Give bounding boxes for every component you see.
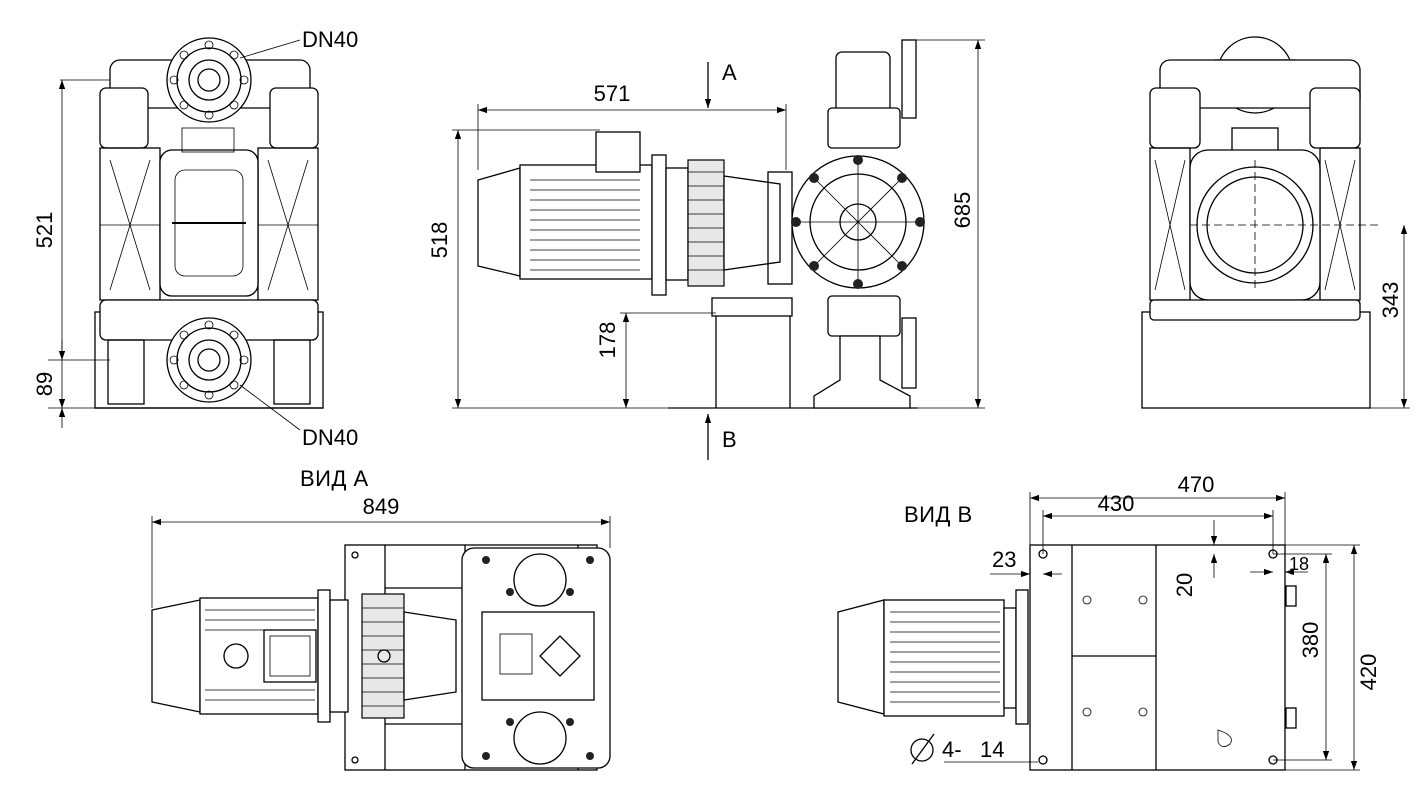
arrow-a-label: A bbox=[722, 60, 737, 85]
side-view: 571 518 685 178 A B bbox=[427, 39, 985, 460]
dim-20: 20 bbox=[1172, 573, 1197, 597]
bottom-flange-dn40 bbox=[166, 317, 252, 403]
dim-521: 521 bbox=[32, 212, 57, 249]
bottom-port-label: DN40 bbox=[302, 425, 358, 450]
view-b-title: ВИД В bbox=[904, 502, 973, 527]
holes-diameter: 14 bbox=[980, 737, 1004, 762]
dim-849: 849 bbox=[363, 494, 400, 519]
dim-518: 518 bbox=[427, 222, 452, 259]
dim-23: 23 bbox=[992, 547, 1016, 572]
view-b: ВИД В 470 bbox=[837, 472, 1381, 771]
top-port-label: DN40 bbox=[302, 27, 358, 52]
dim-685: 685 bbox=[950, 192, 975, 229]
view-a-title: ВИД А bbox=[300, 466, 369, 491]
front-view: DN40 DN40 521 89 bbox=[32, 27, 358, 450]
holes-prefix: 4- bbox=[942, 737, 962, 762]
top-flange-dn40 bbox=[166, 37, 252, 123]
dim-430: 430 bbox=[1098, 491, 1135, 516]
dim-178: 178 bbox=[595, 322, 620, 359]
dim-420: 420 bbox=[1356, 654, 1381, 691]
dim-18: 18 bbox=[1289, 554, 1309, 574]
rear-view: 343 bbox=[1141, 36, 1410, 409]
dim-470: 470 bbox=[1178, 472, 1215, 497]
dim-89: 89 bbox=[32, 372, 57, 396]
diameter-symbol-icon bbox=[910, 733, 935, 765]
dim-343: 343 bbox=[1378, 282, 1403, 319]
arrow-b-label: B bbox=[722, 427, 737, 452]
view-a: ВИД А bbox=[151, 466, 611, 771]
dim-571: 571 bbox=[594, 81, 631, 106]
dim-380: 380 bbox=[1298, 622, 1323, 659]
